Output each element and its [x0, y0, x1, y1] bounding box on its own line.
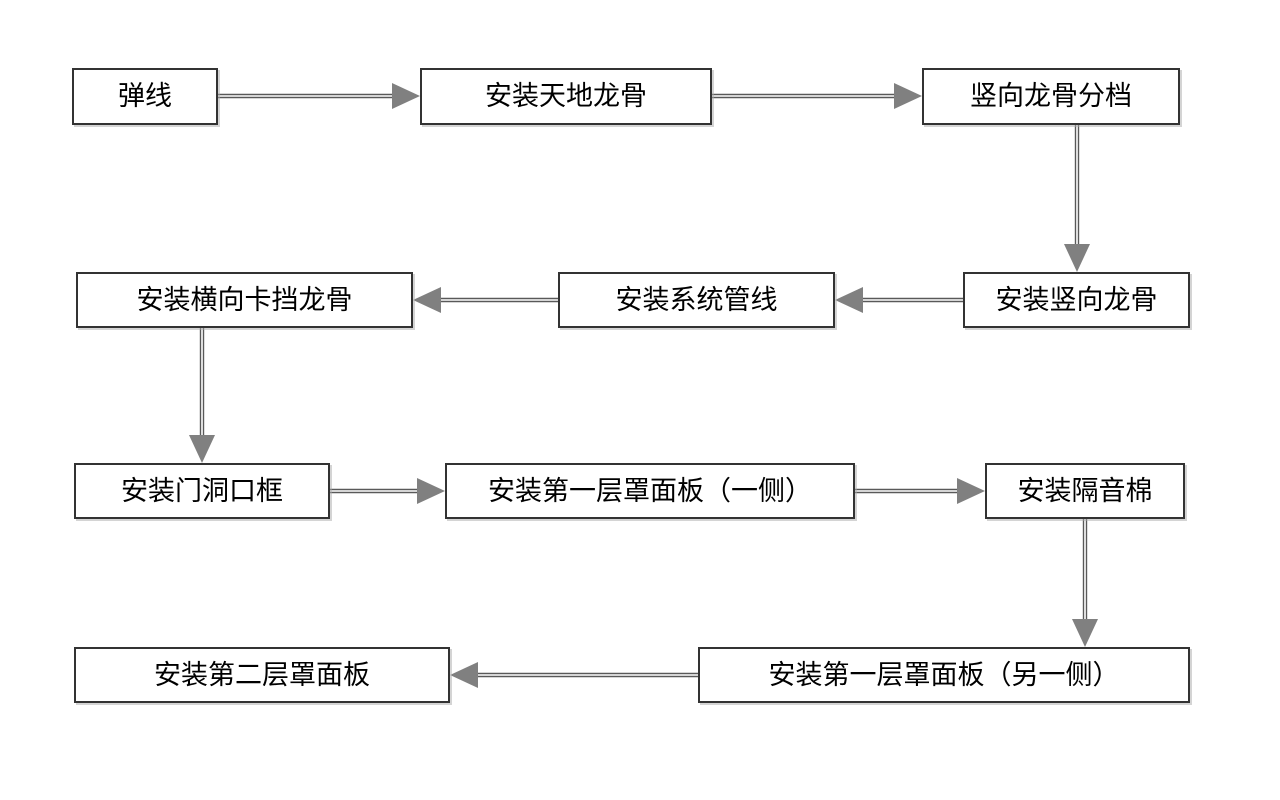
- flow-node-label: 弹线: [118, 81, 172, 111]
- flow-node-vertical-stud-layout: 竖向龙骨分档: [922, 68, 1180, 125]
- flow-node-install-first-layer-panel-side-b: 安装第一层罩面板（另一侧）: [698, 647, 1190, 703]
- arrow-n2-n3: [712, 83, 922, 109]
- flow-node-label: 安装竖向龙骨: [995, 284, 1158, 315]
- arrow-n5-n6: [413, 287, 558, 313]
- flow-node-install-second-layer-panel: 安装第二层罩面板: [74, 647, 450, 703]
- flow-node-install-horizontal-blocking: 安装横向卡挡龙骨: [76, 272, 413, 328]
- flow-node-label: 安装隔音棉: [1017, 475, 1153, 506]
- flow-node-install-vertical-studs: 安装竖向龙骨: [963, 272, 1190, 328]
- flow-node-label: 安装系统管线: [615, 284, 778, 315]
- arrow-n6-n7: [189, 328, 215, 463]
- arrow-n1-n2: [218, 83, 420, 109]
- flow-node-install-top-bottom-track: 安装天地龙骨: [420, 68, 712, 125]
- arrow-n4-n5: [835, 287, 963, 313]
- flow-node-label: 安装横向卡挡龙骨: [136, 284, 353, 315]
- arrow-n7-n8: [330, 478, 445, 504]
- arrow-n3-n4: [1064, 125, 1090, 272]
- flow-node-snap-line: 弹线: [72, 68, 218, 125]
- flow-node-install-door-opening-frame: 安装门洞口框: [74, 463, 330, 519]
- flow-node-install-first-layer-panel-side-a: 安装第一层罩面板（一侧）: [445, 463, 855, 519]
- flow-node-label: 安装第一层罩面板（另一侧）: [768, 659, 1120, 690]
- arrow-n9-n10: [1072, 519, 1098, 647]
- flow-node-label: 竖向龙骨分档: [970, 81, 1132, 111]
- arrow-n10-n11: [450, 662, 698, 688]
- flow-node-install-sound-insulation: 安装隔音棉: [985, 463, 1185, 519]
- flow-node-install-system-pipelines: 安装系统管线: [558, 272, 835, 328]
- flow-node-label: 安装天地龙骨: [485, 81, 647, 111]
- flow-node-label: 安装第二层罩面板: [154, 659, 370, 690]
- flow-node-label: 安装门洞口框: [121, 475, 283, 506]
- flow-node-label: 安装第一层罩面板（一侧）: [488, 475, 812, 506]
- arrow-n8-n9: [855, 478, 985, 504]
